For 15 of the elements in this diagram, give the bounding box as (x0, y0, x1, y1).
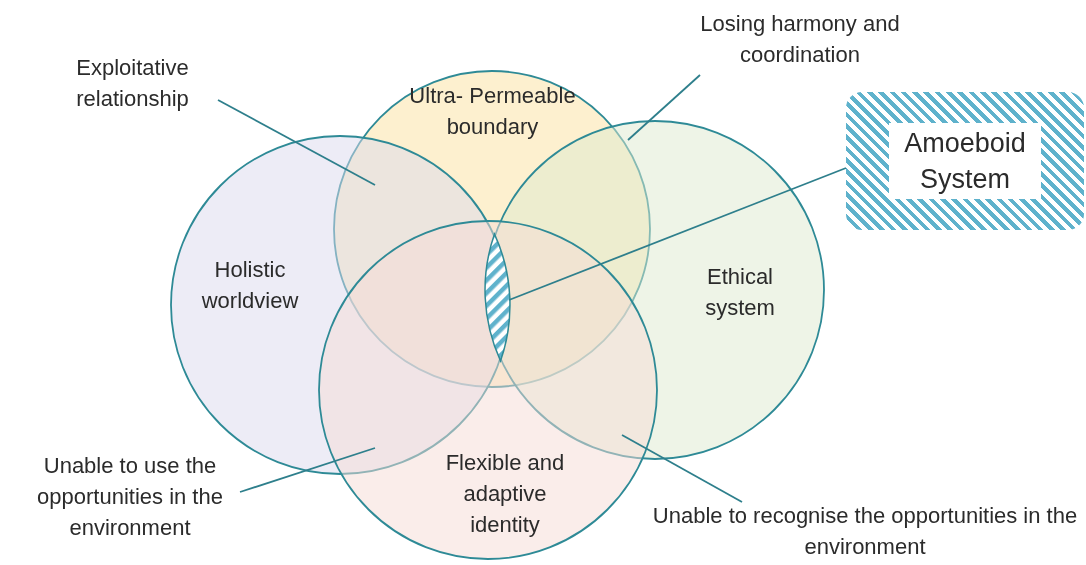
callout-text: Unable to recognise the opportunities in the environment (651, 502, 1079, 561)
callout-text: Losing harmony and coordination (699, 10, 901, 69)
circle-label: Ethical system (704, 263, 776, 322)
circle-label: Ultra- Permeable boundary (408, 82, 577, 141)
callout-text: Exploitative relationship (75, 54, 190, 113)
hatched-box (846, 92, 1084, 230)
leader-line (508, 167, 847, 301)
circle-label: Holistic worldview (200, 256, 300, 315)
leader-line (621, 434, 743, 503)
leader-line (217, 99, 376, 186)
box-label: Amoeboid System (889, 123, 1041, 199)
leader-line (627, 74, 701, 141)
leader-line (239, 447, 376, 493)
circle-label: Flexible and adaptive identity (444, 449, 566, 539)
callout-text: Unable to use the opportunities in the environment (36, 452, 224, 542)
